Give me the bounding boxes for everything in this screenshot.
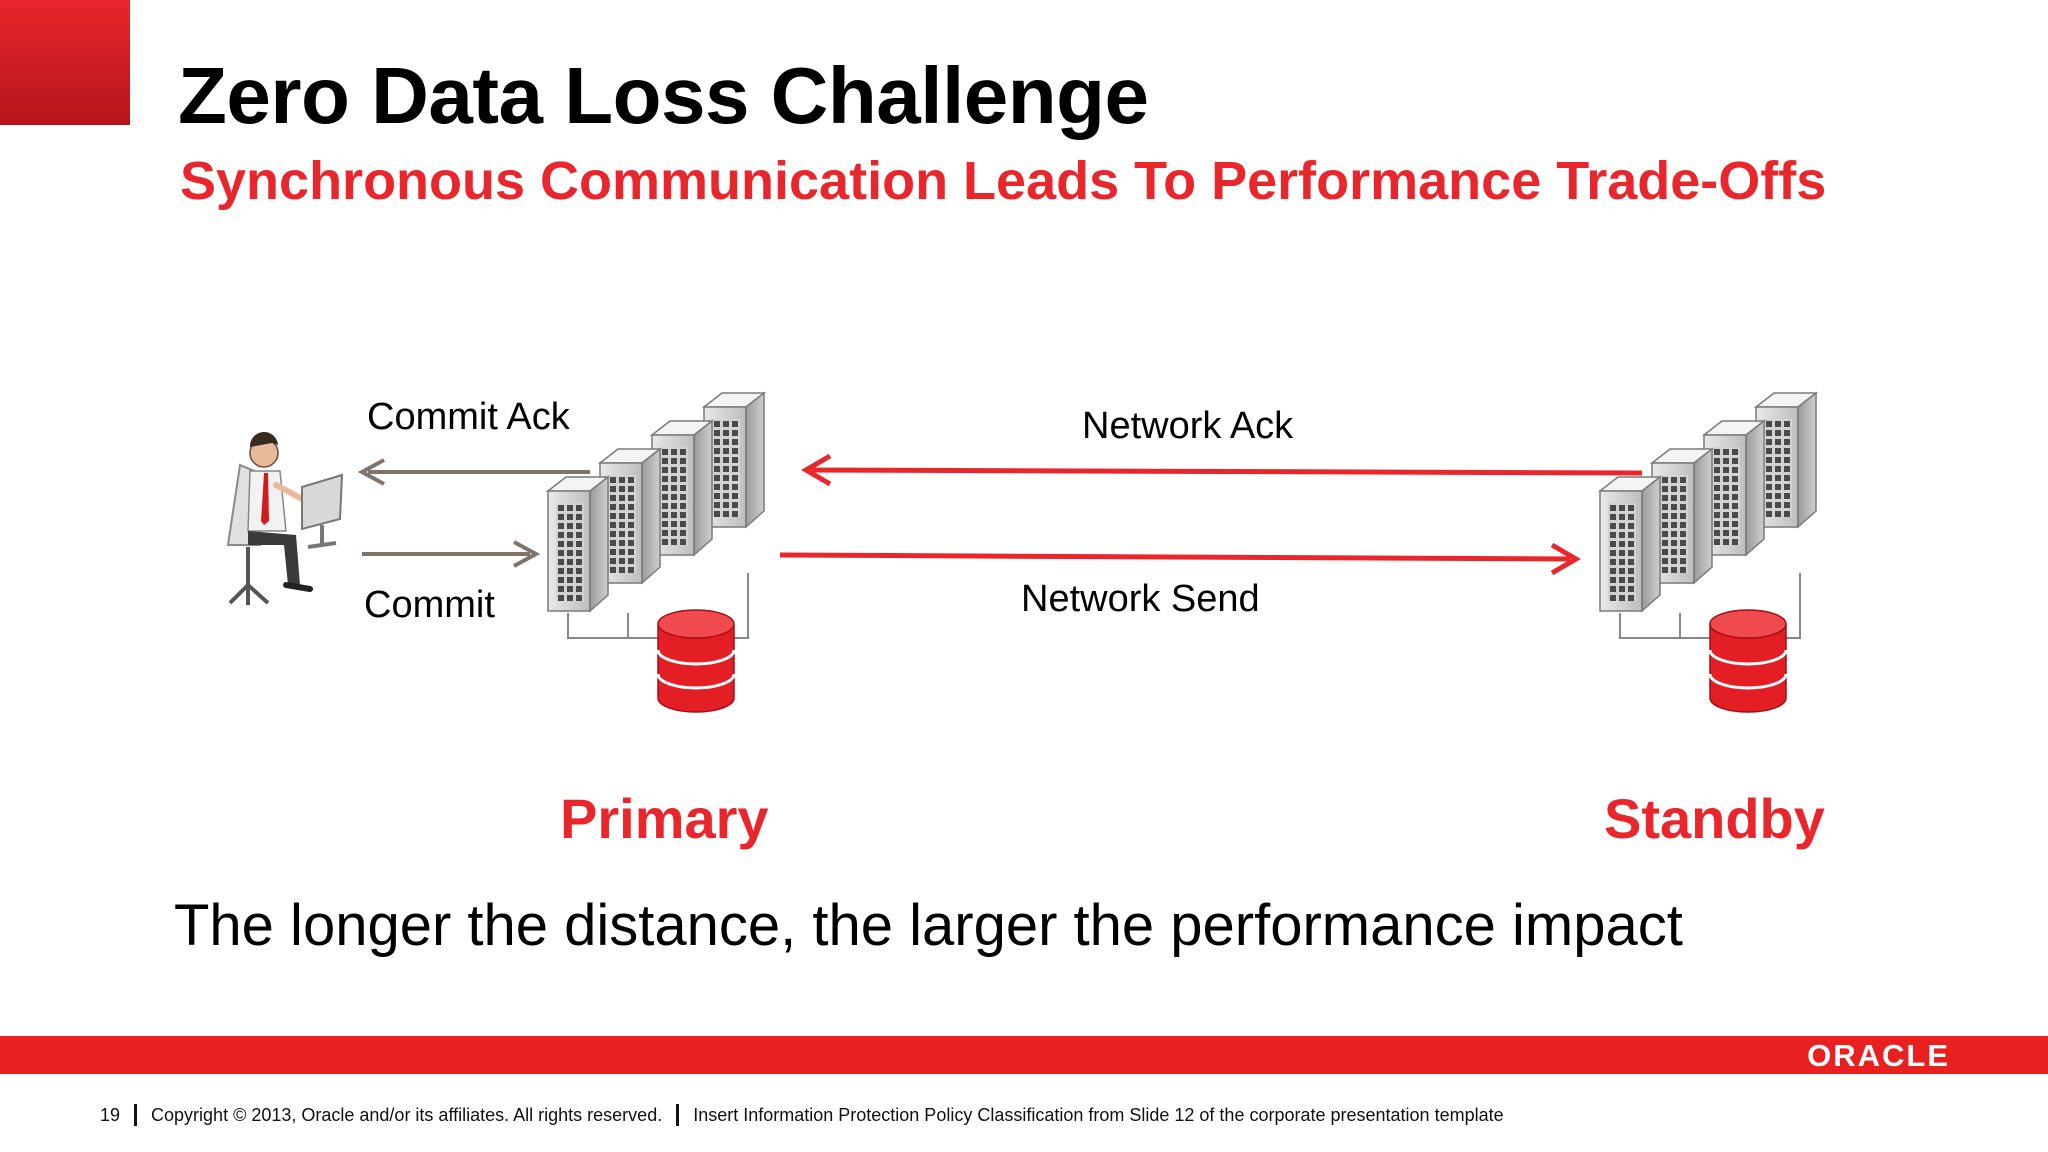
- primary-site-label: Primary: [560, 787, 769, 850]
- standby-server-rack-icon: [1600, 393, 1816, 638]
- network-ack-label: Network Ack: [1082, 405, 1294, 447]
- corner-accent-block: [0, 0, 130, 125]
- commit-ack-label: Commit Ack: [367, 396, 570, 438]
- footer-divider: [676, 1104, 680, 1126]
- copyright-notice: Copyright © 2013, Oracle and/or its affi…: [151, 1104, 663, 1125]
- replication-diagram: [226, 0, 2048, 714]
- primary-server-rack-icon: [548, 393, 764, 638]
- slide-subtitle: Synchronous Communication Leads To Perfo…: [180, 151, 1827, 211]
- network-send-label: Network Send: [1021, 578, 1260, 620]
- commit-arrow: [362, 540, 541, 568]
- page-number: 19: [100, 1104, 121, 1125]
- primary-database-icon: [656, 608, 736, 714]
- commit-ack-arrow: [357, 458, 590, 486]
- oracle-logo: ORACLE: [1807, 1038, 1950, 1073]
- footer-text: 19 Copyright © 2013, Oracle and/or its a…: [100, 1104, 1504, 1126]
- key-takeaway: The longer the distance, the larger the …: [174, 893, 1683, 958]
- standby-database-icon: [1708, 608, 1788, 714]
- footer-bar: ORACLE: [0, 1036, 2048, 1074]
- network-ack-arrow: [801, 453, 1643, 487]
- user-at-computer-icon: [226, 431, 344, 605]
- classification-notice: Insert Information Protection Policy Cla…: [693, 1104, 1504, 1125]
- commit-label: Commit: [364, 584, 495, 626]
- network-send-arrow: [779, 542, 1581, 576]
- footer-divider: [134, 1104, 138, 1126]
- standby-site-label: Standby: [1604, 787, 1825, 850]
- slide-title: Zero Data Loss Challenge: [178, 51, 1149, 140]
